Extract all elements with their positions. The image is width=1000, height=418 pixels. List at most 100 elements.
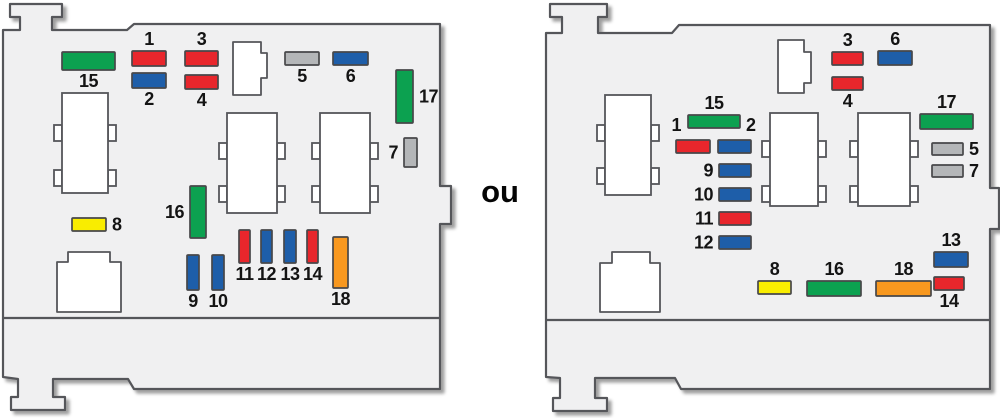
fuse-8 (757, 280, 792, 295)
fuse-10 (718, 187, 752, 202)
relay-tab (369, 185, 379, 203)
fuse-12 (260, 229, 273, 264)
fuse-4 (831, 76, 864, 91)
fuse-7 (931, 164, 964, 178)
relay-tab (909, 185, 919, 203)
fuse-label-2: 2 (144, 89, 154, 109)
fuse-14 (306, 229, 319, 264)
fuse-11 (238, 229, 251, 264)
fuse-3 (831, 51, 864, 66)
fuse-label-13: 13 (280, 264, 300, 284)
fuse-4 (184, 74, 219, 90)
fuse-label-1: 1 (671, 115, 681, 135)
fuse-label-5: 5 (969, 139, 979, 159)
relay-tab (596, 124, 606, 142)
relay-tab (107, 169, 117, 187)
fuse-2 (131, 72, 167, 89)
separator-label: ou (481, 174, 519, 209)
relay-tab (849, 185, 859, 203)
relay-tab (909, 140, 919, 158)
fuse-6 (332, 51, 369, 66)
fuse-18 (875, 280, 932, 297)
relay-tab (53, 124, 63, 142)
fuse-label-9: 9 (188, 291, 198, 311)
fuse-15 (687, 114, 741, 129)
fuse-label-16: 16 (824, 259, 844, 279)
relay-tab (650, 124, 660, 142)
fuse-9 (186, 254, 200, 291)
fuse-label-15: 15 (79, 71, 99, 91)
fuse-label-12: 12 (257, 264, 277, 284)
fuse-7 (403, 137, 418, 168)
relay-body (226, 112, 278, 214)
fuse-16 (806, 280, 862, 297)
fuse-17 (919, 113, 974, 130)
fuse-label-9: 9 (703, 161, 713, 181)
fuse-label-10: 10 (208, 291, 228, 311)
fuse-9 (718, 163, 752, 178)
fuse-label-16: 16 (165, 202, 185, 222)
relay-block (311, 112, 379, 214)
relay-tab (218, 142, 228, 160)
fuse-label-18: 18 (894, 259, 914, 279)
fuse-1 (131, 50, 167, 67)
fuse-16 (189, 185, 207, 239)
fuse-5 (931, 142, 964, 156)
fuse-label-10: 10 (694, 185, 714, 205)
relay-tab (817, 185, 827, 203)
fuse-label-8: 8 (112, 215, 122, 235)
relay-tab (218, 185, 228, 203)
fuse-label-17: 17 (937, 92, 957, 112)
relay-tab (107, 124, 117, 142)
relay-tab (650, 167, 660, 185)
fuse-10 (211, 254, 225, 291)
relay-tab (596, 167, 606, 185)
relay-body (857, 112, 911, 207)
fuse-label-4: 4 (843, 91, 853, 111)
fuse-17 (395, 69, 414, 124)
fuse-label-6: 6 (890, 29, 900, 49)
fuse-label-11: 11 (695, 209, 714, 229)
fuse-15 (61, 51, 116, 71)
relay-block (596, 94, 660, 196)
fuse-label-1: 1 (144, 29, 154, 49)
fuse-label-11: 11 (235, 264, 254, 284)
fuse-13 (933, 251, 969, 268)
fuse-label-6: 6 (346, 66, 356, 86)
relay-body (61, 92, 109, 194)
panel-outline (544, 2, 1000, 413)
relay-block (849, 112, 919, 207)
relay-tab (311, 142, 321, 160)
relay-tab (761, 140, 771, 158)
fuse-13 (283, 229, 297, 264)
fuse-label-8: 8 (770, 259, 780, 279)
fuse-label-18: 18 (331, 289, 351, 309)
fuse-12 (718, 235, 752, 250)
connector (56, 251, 122, 313)
fuse-3 (184, 50, 219, 67)
fuse-label-14: 14 (939, 291, 959, 311)
relay-block (53, 92, 117, 194)
relay-tab (761, 185, 771, 203)
fuse-label-12: 12 (694, 233, 714, 253)
relay-tab (817, 140, 827, 158)
relay-body (769, 112, 819, 207)
relay-block (218, 112, 286, 214)
fuse-11 (718, 211, 752, 226)
fuse-label-15: 15 (704, 93, 724, 113)
relay-top (232, 41, 268, 96)
fuse-2 (717, 139, 752, 154)
fuse-label-7: 7 (388, 143, 398, 163)
relay-tab (276, 142, 286, 160)
fuse-8 (71, 217, 107, 232)
relay-tab (276, 185, 286, 203)
relay-body (319, 112, 371, 214)
fuse-label-13: 13 (941, 230, 961, 250)
relay-block (761, 112, 827, 207)
fuse-label-5: 5 (297, 66, 307, 86)
fuse-6 (877, 50, 913, 66)
